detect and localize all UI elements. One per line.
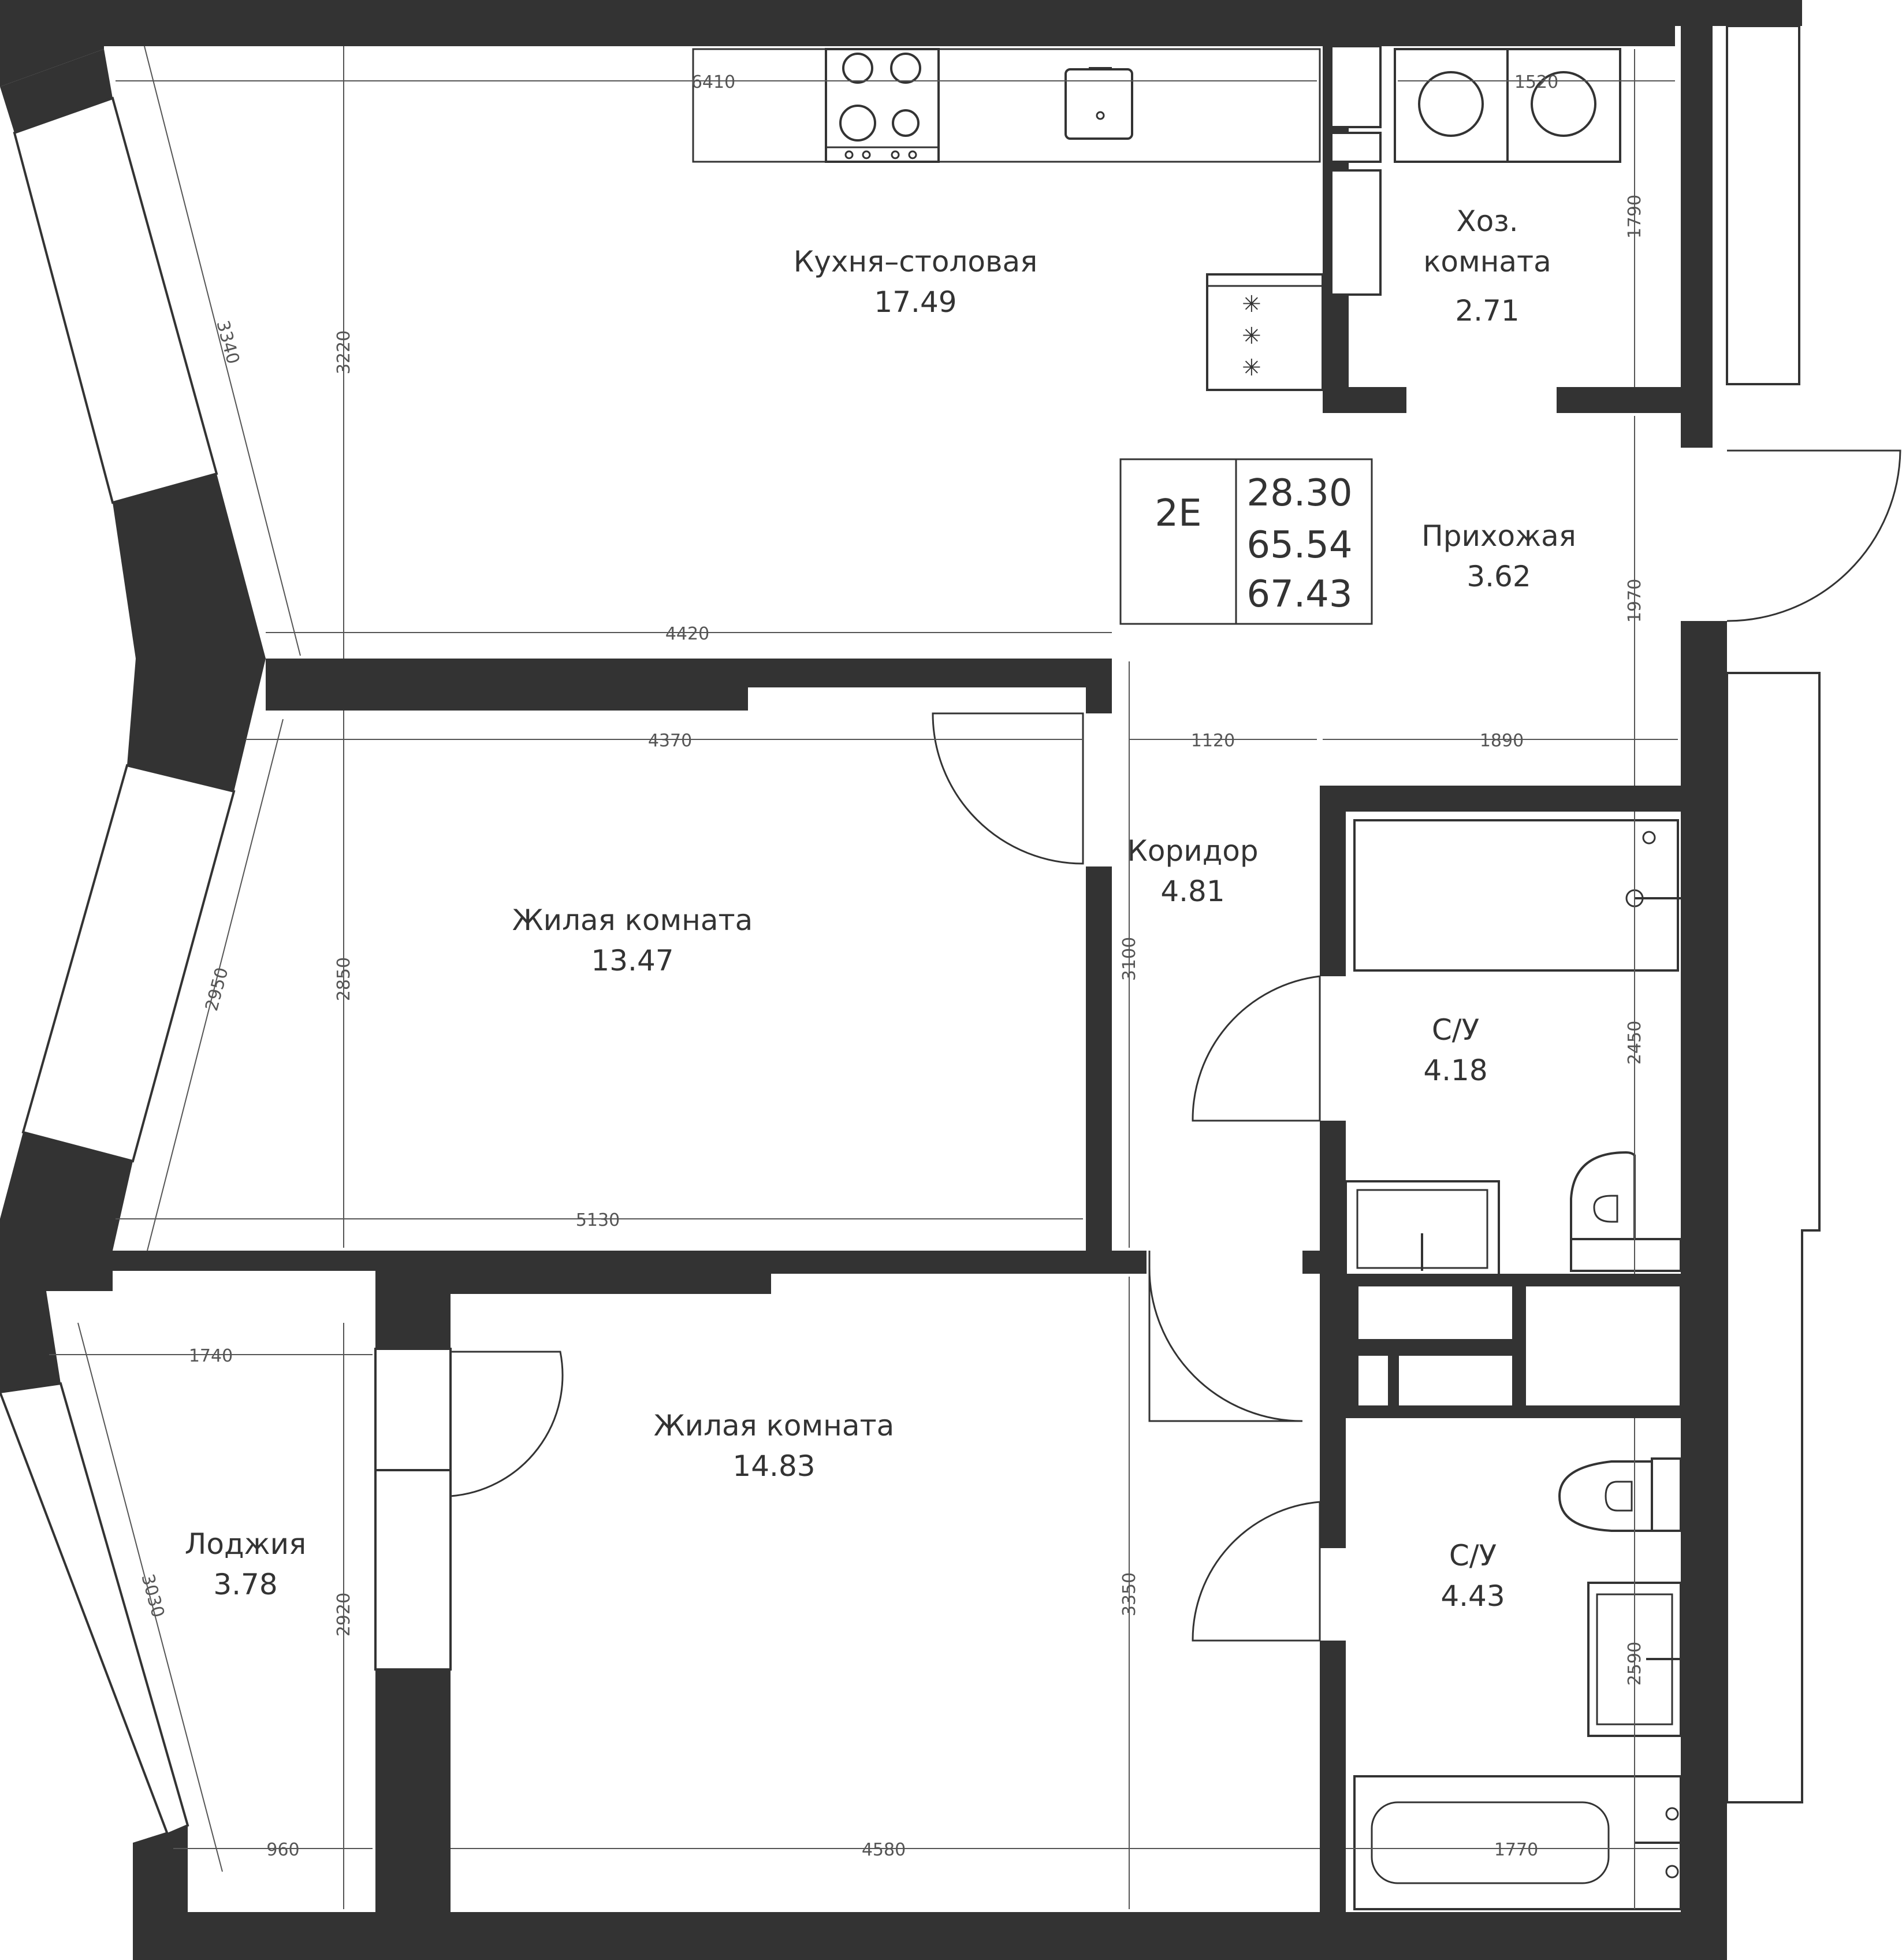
- svg-text:✳: ✳: [1242, 323, 1261, 349]
- dim-label: 1790: [1625, 195, 1645, 239]
- toilet-icon: [1570, 1151, 1682, 1272]
- bedroom1-door: [932, 712, 1084, 865]
- dim-label: 960: [266, 1840, 299, 1860]
- stove-icon: [825, 48, 940, 163]
- bedroom2-door: [1148, 1251, 1303, 1422]
- room-name-corridor: Коридор: [1127, 834, 1258, 868]
- room-name-hallway: Прихожая: [1421, 519, 1576, 553]
- dim-label: 2920: [334, 1593, 354, 1637]
- dim-label: 4420: [665, 624, 709, 644]
- room-name-bedroom-2: Жилая комната: [654, 1409, 895, 1442]
- dimension-lines: [49, 46, 1678, 1909]
- room-area-bathroom-2: 4.43: [1441, 1579, 1505, 1613]
- dim-label: 5130: [576, 1210, 620, 1230]
- dim-label: 1890: [1480, 731, 1524, 751]
- kitchen-counter: [692, 48, 1321, 163]
- dim-label: 3030: [137, 1572, 168, 1620]
- living-area: 28.30: [1246, 472, 1352, 515]
- toilet-icon: [1558, 1457, 1682, 1532]
- dim-label: 1740: [189, 1346, 233, 1366]
- entrance-door: [1726, 449, 1901, 622]
- dimension-labels: 6410 1520 3340 3220 1790 4420 1970 4370 …: [137, 72, 1645, 1860]
- bathtub-icon: [1353, 819, 1681, 972]
- dim-label: 3340: [212, 318, 243, 366]
- bathroom2-door: [1192, 1501, 1321, 1642]
- room-name-loggia: Лоджия: [185, 1527, 306, 1561]
- fixtures: ✳ ✳ ✳: [692, 48, 1682, 1910]
- loggia-door: [450, 1351, 564, 1497]
- dim-label: 3100: [1119, 937, 1140, 981]
- room-name-utility: Хоз.: [1456, 204, 1518, 238]
- room-name-bedroom-1: Жилая комната: [512, 903, 753, 937]
- dim-label: 1520: [1514, 72, 1558, 92]
- walls: [0, 0, 1821, 1960]
- room-area-utility: 2.71: [1455, 294, 1519, 328]
- total-area-with-loggia: 67.43: [1246, 573, 1352, 616]
- room-area-corridor: 4.81: [1160, 875, 1224, 908]
- dim-label: 4370: [648, 731, 692, 751]
- room-area-loggia: 3.78: [213, 1568, 277, 1601]
- room-area-bedroom-1: 13.47: [591, 944, 673, 977]
- washing-machine-icon: [1394, 48, 1621, 163]
- apartment-type: 2E: [1155, 492, 1201, 535]
- dim-label: 1770: [1494, 1840, 1538, 1860]
- svg-text:✳: ✳: [1242, 291, 1261, 318]
- dim-label: 2450: [1625, 1021, 1645, 1065]
- room-name-kitchen: Кухня–столовая: [794, 245, 1037, 278]
- dim-label: 1970: [1625, 579, 1645, 623]
- room-labels: Кухня–столовая 17.49 Хоз. комната 2.71 П…: [185, 204, 1576, 1613]
- apartment-info-box: 2E 28.30 65.54 67.43: [1119, 458, 1373, 625]
- room-area-kitchen: 17.49: [874, 285, 956, 319]
- dim-label: 3350: [1119, 1572, 1140, 1616]
- dim-label: 4580: [862, 1840, 906, 1860]
- bathroom-sink-icon: [1345, 1180, 1500, 1278]
- total-area: 65.54: [1246, 524, 1352, 567]
- room-area-bedroom-2: 14.83: [732, 1449, 815, 1483]
- bathtub-icon: [1353, 1775, 1682, 1910]
- dim-label: 3220: [334, 330, 354, 374]
- dim-label: 1120: [1191, 731, 1235, 751]
- room-area-bathroom-1: 4.18: [1423, 1054, 1487, 1087]
- bathroom1-door: [1192, 975, 1321, 1122]
- dim-label: 2950: [202, 965, 233, 1013]
- doors: [450, 449, 1901, 1642]
- svg-text:✳: ✳: [1242, 355, 1261, 381]
- dim-label: 6410: [691, 72, 735, 92]
- fridge-icon: ✳ ✳ ✳: [1206, 273, 1324, 391]
- kitchen-sink-icon: [1064, 67, 1133, 140]
- dim-label: 2590: [1625, 1642, 1645, 1686]
- room-name-bathroom-1: С/У: [1432, 1013, 1479, 1047]
- room-name-utility-2: комната: [1423, 245, 1551, 278]
- room-area-hallway: 3.62: [1466, 560, 1531, 593]
- room-name-bathroom-2: С/У: [1449, 1539, 1497, 1572]
- dim-label: 2850: [334, 957, 354, 1001]
